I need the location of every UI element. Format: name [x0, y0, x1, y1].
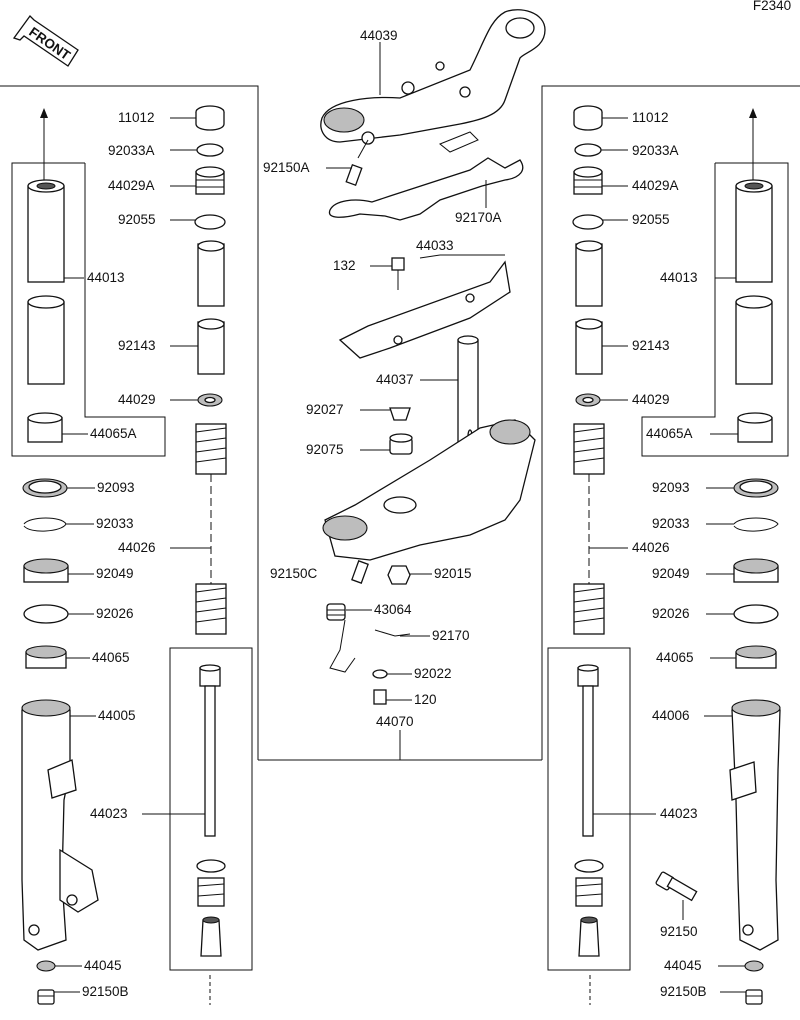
label-left-44005: 44005	[98, 708, 136, 723]
upper-triple-clamp	[320, 9, 546, 145]
label-92075: 92075	[306, 442, 344, 457]
label-right-44065: 44065	[656, 650, 694, 665]
label-left-44023: 44023	[90, 806, 128, 821]
washer-92027	[389, 407, 411, 421]
steering-stem	[322, 335, 536, 561]
label-right-44065a: 44065A	[646, 426, 693, 441]
label-left-92093: 92093	[97, 480, 135, 495]
label-right-92150b: 92150B	[660, 984, 707, 999]
bolt-132	[391, 257, 405, 290]
label-right-11012: 11012	[632, 110, 669, 125]
label-right-92033: 92033	[652, 516, 690, 531]
label-left-44026: 44026	[118, 540, 156, 555]
cover-44033	[338, 254, 511, 359]
label-43064: 43064	[374, 602, 412, 617]
assembly-frames	[0, 85, 800, 1005]
label-92170: 92170	[432, 628, 470, 643]
label-left-44065a: 44065A	[90, 426, 137, 441]
label-left-92150b: 92150B	[82, 984, 129, 999]
label-right-44029: 44029	[632, 392, 670, 407]
label-right-44045: 44045	[664, 958, 702, 973]
label-left-92143: 92143	[118, 338, 156, 353]
bolt-120	[373, 689, 387, 705]
washer-92022	[372, 669, 388, 679]
label-92170a: 92170A	[455, 210, 502, 225]
label-right-92033a: 92033A	[632, 143, 679, 158]
right-fork-parts	[572, 105, 781, 1005]
left-fork-parts	[21, 105, 227, 1005]
nut-92015	[387, 565, 411, 585]
left-leader-lines	[54, 117, 211, 993]
label-44070: 44070	[376, 714, 414, 729]
label-92022: 92022	[414, 666, 452, 681]
label-right-44023: 44023	[660, 806, 698, 821]
label-left-44065: 44065	[92, 650, 130, 665]
label-left-44029: 44029	[118, 392, 156, 407]
label-92150a: 92150A	[263, 160, 310, 175]
label-44039: 44039	[360, 28, 398, 43]
label-left-92055: 92055	[118, 212, 156, 227]
label-right-44013: 44013	[660, 270, 698, 285]
label-left-92033: 92033	[96, 516, 134, 531]
right-leader-lines	[589, 117, 746, 993]
label-right-44026: 44026	[632, 540, 670, 555]
label-right-92143: 92143	[632, 338, 670, 353]
spring-43064	[326, 603, 346, 621]
label-92150c: 92150C	[270, 566, 318, 581]
label-right-92093: 92093	[652, 480, 690, 495]
label-left-92033a: 92033A	[108, 143, 155, 158]
label-right-92049: 92049	[652, 566, 690, 581]
bracket-92170a	[328, 131, 524, 221]
bolt-92150a	[345, 139, 369, 187]
label-left-11012: 11012	[118, 110, 155, 125]
label-92015: 92015	[434, 566, 472, 581]
cap-92075	[389, 433, 413, 455]
label-92027: 92027	[306, 402, 344, 417]
label-120: 120	[414, 692, 437, 707]
label-44033: 44033	[416, 238, 454, 253]
front-arrow-icon: FRONT	[12, 15, 79, 67]
label-right-92055: 92055	[632, 212, 670, 227]
label-44037: 44037	[376, 372, 414, 387]
label-132: 132	[333, 258, 356, 273]
label-left-44029a: 44029A	[108, 178, 155, 193]
label-left-92049: 92049	[96, 566, 134, 581]
label-left-92026: 92026	[96, 606, 134, 621]
label-left-44013: 44013	[87, 270, 125, 285]
label-left-44045: 44045	[84, 958, 122, 973]
label-right-92026: 92026	[652, 606, 690, 621]
figure-code: F2340	[753, 0, 791, 13]
clip-92170	[329, 619, 411, 673]
label-right-44006: 44006	[652, 708, 690, 723]
label-right-92150: 92150	[660, 924, 698, 939]
label-right-44029a: 44029A	[632, 178, 679, 193]
bolt-92150c	[351, 560, 369, 584]
